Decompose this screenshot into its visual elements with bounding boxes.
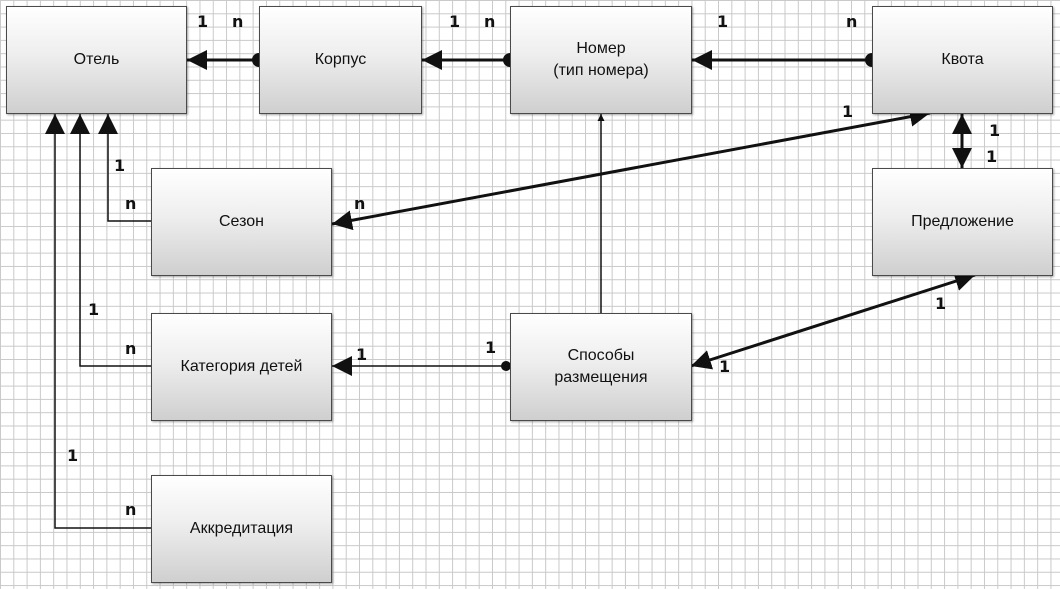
entity-placement-label: Способы размещения bbox=[554, 347, 648, 386]
cardinality-quota-season-one: 1 bbox=[842, 102, 854, 121]
cardinality-hotel-building-one: 1 bbox=[197, 12, 209, 31]
entity-accreditation-label: Аккредитация bbox=[189, 520, 294, 538]
cardinality-hotel-season-many: n bbox=[125, 194, 137, 213]
cardinality-placement-child-one: 1 bbox=[356, 345, 368, 364]
cardinality-hotel-child-many: n bbox=[125, 339, 137, 358]
entity-placement[interactable]: Способы размещения bbox=[510, 313, 692, 421]
cardinality-building-room-many: n bbox=[484, 12, 496, 31]
entity-building[interactable]: Корпус bbox=[259, 6, 422, 114]
cardinality-hotel-child-one: 1 bbox=[88, 300, 100, 319]
cardinality-hotel-season-one: 1 bbox=[114, 156, 126, 175]
cardinality-room-quota-many: n bbox=[846, 12, 858, 31]
entity-building-label: Корпус bbox=[314, 51, 367, 69]
entity-offer-label: Предложение bbox=[911, 213, 1014, 231]
connector-offer-placement bbox=[690, 271, 976, 370]
cardinality-room-quota-one: 1 bbox=[717, 12, 729, 31]
cardinality-quota-offer-one: 1 bbox=[989, 121, 1001, 140]
cardinality-building-room-one: 1 bbox=[449, 12, 461, 31]
entity-quota[interactable]: Квота bbox=[872, 6, 1053, 114]
cardinality-quota-season-many: n bbox=[354, 194, 366, 213]
entity-hotel-label: Отель bbox=[73, 51, 120, 69]
entity-season-label: Сезон bbox=[219, 213, 264, 231]
cardinality-offer-placement-one: 1 bbox=[935, 294, 947, 313]
connector-child-category-hotel bbox=[70, 114, 151, 367]
entity-offer[interactable]: Предложение bbox=[872, 168, 1053, 276]
connector-accreditation-hotel bbox=[45, 114, 151, 529]
entity-accreditation[interactable]: Аккредитация bbox=[151, 475, 332, 583]
connector-quota-season bbox=[331, 106, 931, 231]
connector-season-hotel bbox=[98, 114, 151, 222]
entity-season[interactable]: Сезон bbox=[151, 168, 332, 276]
entity-quota-label: Квота bbox=[941, 51, 984, 69]
cardinality-hotel-building-many: n bbox=[232, 12, 244, 31]
connector-dot bbox=[501, 361, 511, 371]
entity-child-category[interactable]: Категория детей bbox=[151, 313, 332, 421]
entity-room-label: Номер (тип номера) bbox=[553, 40, 649, 79]
entity-room[interactable]: Номер (тип номера) bbox=[510, 6, 692, 114]
cardinality-offer-placement-many: 1 bbox=[719, 357, 731, 376]
entity-hotel[interactable]: Отель bbox=[6, 6, 187, 114]
cardinality-quota-offer-many: 1 bbox=[986, 147, 998, 166]
cardinality-placement-child-many: 1 bbox=[485, 338, 497, 357]
cardinality-hotel-accreditation-many: n bbox=[125, 500, 137, 519]
cardinality-hotel-accreditation-one: 1 bbox=[67, 446, 79, 465]
entity-child-category-label: Категория детей bbox=[180, 358, 303, 376]
